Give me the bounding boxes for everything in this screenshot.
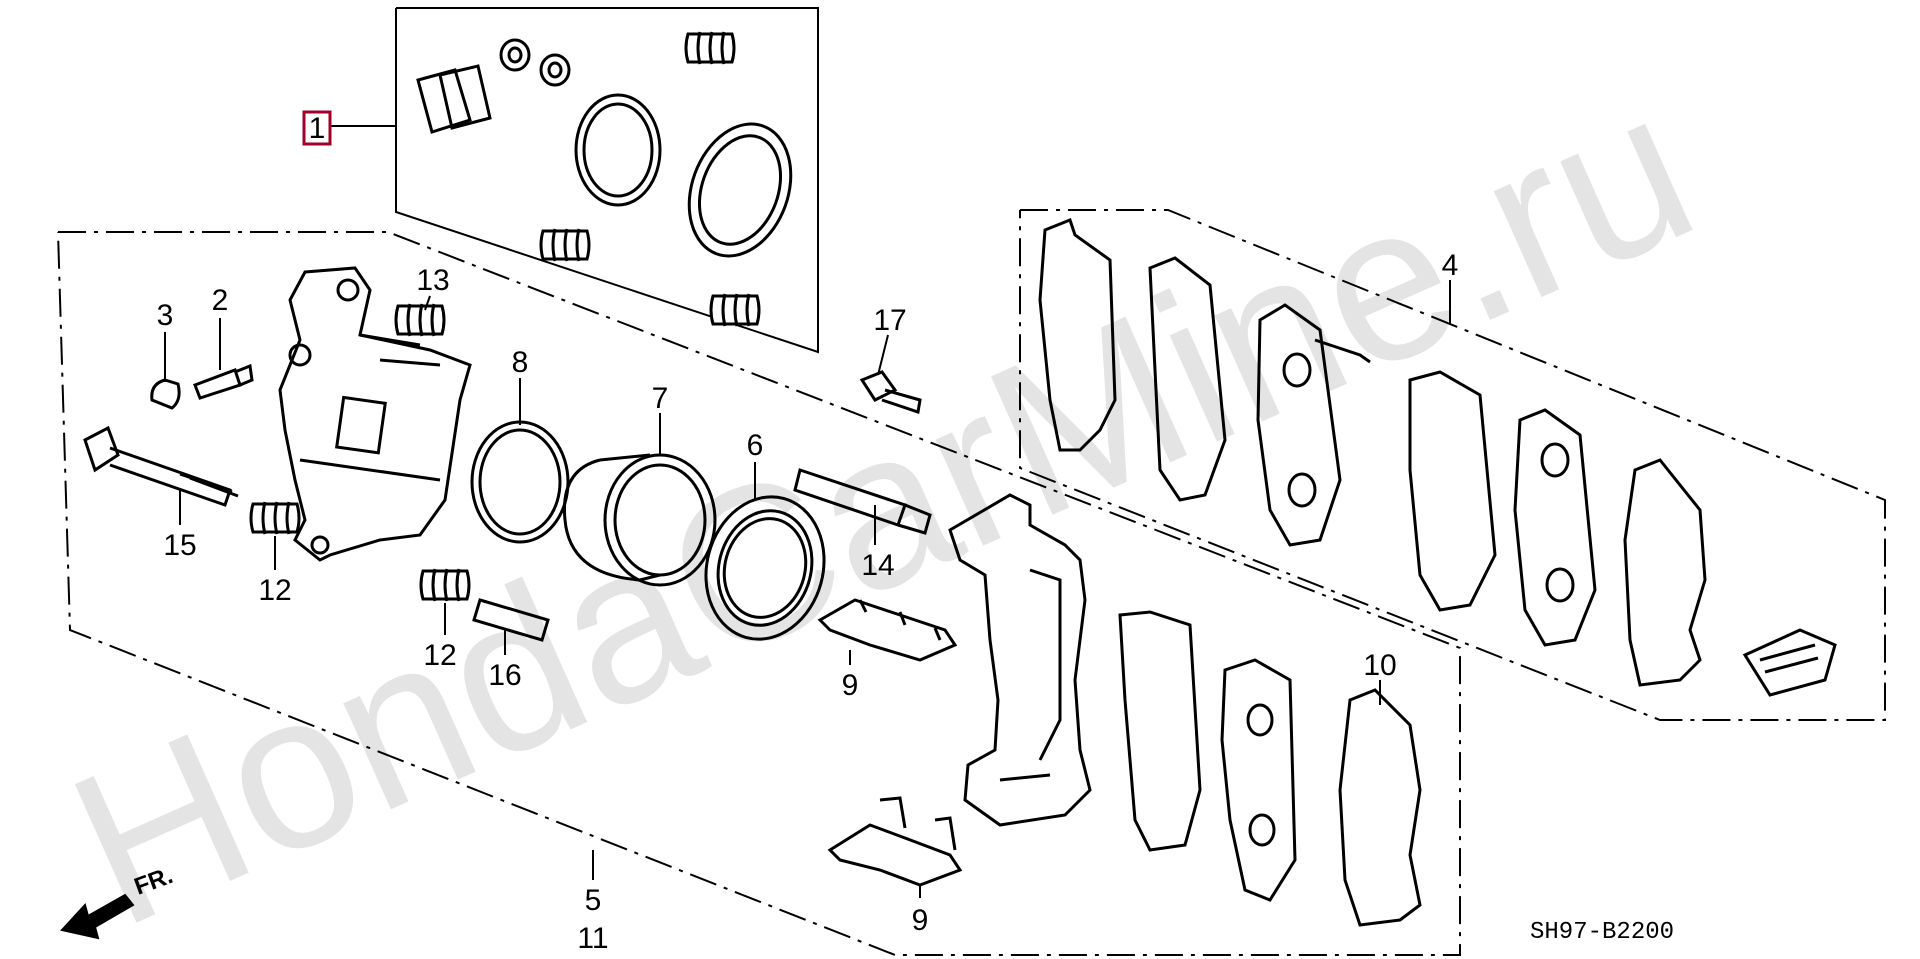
callout-10[interactable]: 10 — [1363, 649, 1396, 682]
callout-14[interactable]: 14 — [861, 549, 894, 582]
callout-6[interactable]: 6 — [747, 429, 764, 462]
seal-kit-parts — [416, 30, 793, 328]
boot-lower — [419, 567, 471, 603]
dust-boot — [704, 495, 826, 641]
callouts: 2 3 4 5 11 6 7 8 9 9 10 12 12 13 14 15 1… — [157, 249, 1459, 955]
callout-1[interactable]: 1 — [309, 112, 326, 145]
seal-kit-group — [395, 7, 819, 354]
callout-4[interactable]: 4 — [1442, 249, 1459, 282]
guide-pin-16 — [472, 598, 550, 642]
bleeder-cap — [150, 378, 181, 410]
brake-pad-set-upper — [1038, 218, 1837, 697]
caliper-bracket — [948, 493, 1092, 827]
callout-15[interactable]: 15 — [163, 529, 196, 562]
pad-set-boundary — [1019, 209, 1886, 721]
callout-8[interactable]: 8 — [512, 346, 529, 379]
callout-12-left[interactable]: 12 — [258, 574, 291, 607]
callout-1-box[interactable] — [302, 110, 332, 146]
callout-9-upper[interactable]: 9 — [842, 669, 859, 702]
callout-16[interactable]: 16 — [488, 659, 521, 692]
pad-clip-upper — [817, 598, 958, 662]
callout-2[interactable]: 2 — [212, 284, 229, 317]
callout-9-lower[interactable]: 9 — [912, 904, 929, 937]
callout-17[interactable]: 17 — [873, 304, 906, 337]
caliper-assembly-boundary — [57, 231, 1461, 956]
callout-12-lower[interactable]: 12 — [423, 639, 456, 672]
diagram-code: SH97-B2200 — [1530, 919, 1674, 946]
watermark: HondaCarMine.ru — [39, 42, 1725, 959]
piston-seal — [470, 420, 570, 544]
callout-11[interactable]: 11 — [577, 922, 608, 955]
brake-pad-set-lower — [1118, 610, 1422, 927]
callout-13[interactable]: 13 — [416, 264, 449, 297]
caliper-body — [278, 266, 472, 562]
guide-pin-14 — [793, 468, 932, 535]
pin-bolt — [83, 425, 239, 507]
boot-left — [249, 500, 301, 536]
callout-3[interactable]: 3 — [157, 299, 174, 332]
boot-top — [394, 302, 446, 338]
bracket-bolt — [859, 370, 922, 414]
leader-lines — [164, 280, 1451, 898]
watermark-text: HondaCarMine.ru — [39, 42, 1725, 959]
bleeder-screw — [193, 363, 254, 400]
pad-clip-lower — [827, 796, 963, 887]
arrow-icon — [60, 893, 135, 940]
callout-7[interactable]: 7 — [652, 382, 669, 415]
callout-5[interactable]: 5 — [585, 884, 602, 917]
